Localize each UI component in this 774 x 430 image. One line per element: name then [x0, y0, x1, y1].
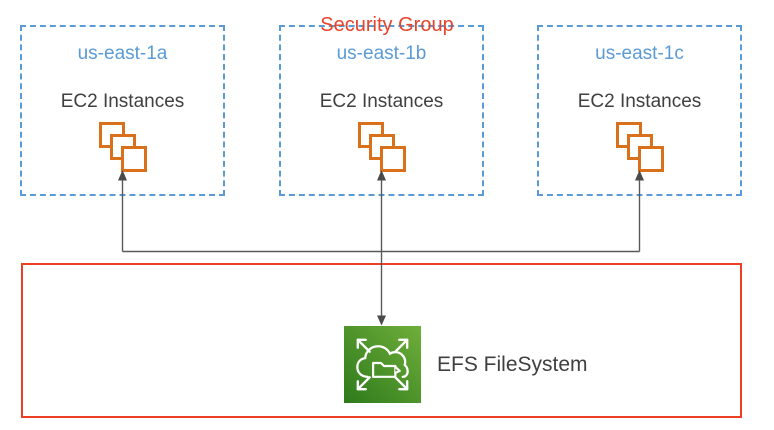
availability-zone-box-2: us-east-1b EC2 Instances: [279, 25, 484, 196]
ec2-instances-icon: [98, 122, 147, 172]
ec2-instances-icon: [357, 122, 406, 172]
instance-square-icon: [637, 146, 664, 172]
availability-zone-box-1: us-east-1a EC2 Instances: [20, 25, 225, 196]
expand-arrow-ne-icon: [394, 338, 409, 353]
ec2-instances-label: EC2 Instances: [319, 91, 444, 112]
folder-icon: [372, 361, 397, 378]
efs-filesystem: EFS FileSystem: [344, 326, 588, 403]
efs-filesystem-icon: [344, 326, 421, 403]
expand-arrow-sw-icon: [356, 376, 371, 391]
az-name-label: us-east-1a: [77, 43, 168, 64]
ec2-instances-label: EC2 Instances: [60, 91, 185, 112]
availability-zone-box-3: us-east-1c EC2 Instances: [537, 25, 742, 196]
az-name-label: us-east-1b: [336, 43, 427, 64]
efs-filesystem-label: EFS FileSystem: [437, 352, 588, 376]
instance-square-icon: [120, 146, 147, 172]
ec2-instances-icon: [615, 122, 664, 172]
folder-lip-icon: [394, 365, 401, 374]
ec2-instances-label: EC2 Instances: [577, 91, 702, 112]
security-group-label: Security Group: [320, 14, 454, 36]
expand-arrow-se-icon: [394, 376, 409, 391]
instance-square-icon: [379, 146, 406, 172]
az-name-label: us-east-1c: [595, 43, 684, 64]
cloud-icon: [356, 345, 409, 378]
